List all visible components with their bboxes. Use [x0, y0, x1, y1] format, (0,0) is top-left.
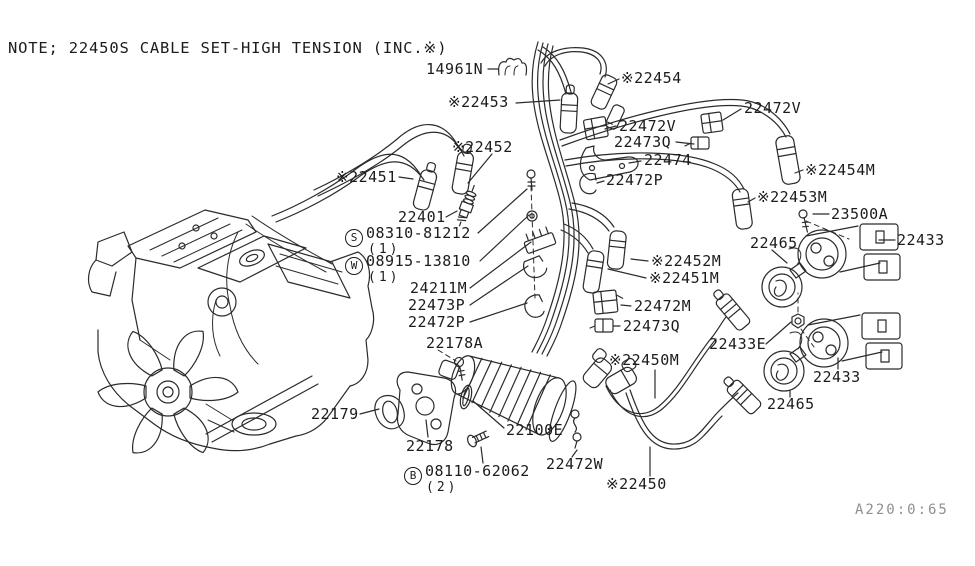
part-label-22472V-1: 22472V [619, 117, 677, 135]
part-label-22433-2: 22433 [813, 368, 861, 386]
part-label-22473Q-1: 22473Q [614, 133, 672, 151]
part-label-22454M: ※22454M [805, 161, 876, 179]
harness-bundle [531, 41, 580, 357]
distributor-housing [396, 371, 457, 446]
plug-boot-icon [775, 135, 801, 185]
part-label-22178: 22178 [406, 437, 454, 455]
nut-icon [526, 210, 538, 222]
harness-clip-icon [582, 116, 614, 141]
part-label-22178A: 22178A [426, 334, 484, 352]
qty-label: (2) [426, 480, 459, 495]
part-label-22465-1: 22465 [750, 234, 798, 252]
nut-22433e [791, 313, 805, 329]
condenser-1 [761, 247, 807, 308]
circled-w-icon: W [345, 256, 363, 275]
part-label-22473Q-2: 22473Q [623, 317, 681, 335]
part-label-22472W: 22472W [546, 455, 604, 473]
part-label-22451: ※22451 [336, 168, 397, 186]
part-label-22472V-2: 22472V [744, 99, 802, 117]
part-label-14961N: 14961N [426, 60, 484, 78]
part-label-22452: ※22452 [452, 138, 513, 156]
part-label-22100E: 22100E [506, 421, 564, 439]
fan-icon [97, 330, 239, 454]
screw-icon [798, 209, 809, 233]
ignition-coil-1 [797, 223, 901, 281]
plug-wire-22452 [313, 124, 475, 197]
gasket-icon [374, 394, 405, 430]
part-label-22473P: 22473P [408, 296, 466, 314]
circled-b-icon: B [404, 466, 422, 485]
note-text: NOTE; 22450S CABLE SET-HIGH TENSION (INC… [8, 39, 448, 57]
clamp-icon [523, 255, 548, 279]
plug-wire-22452m [568, 202, 627, 270]
bolt-icon [466, 430, 490, 448]
screw-icon [453, 356, 466, 381]
part-label-22179: 22179 [311, 405, 359, 423]
plug-wire-22454 [540, 47, 625, 130]
harness-clip-icon [700, 111, 724, 134]
part-label-24211M: 24211M [410, 279, 468, 297]
part-label-23500A: 23500A [831, 205, 889, 223]
condenser-2 [763, 331, 807, 392]
diagram-code: A220:0:65 [855, 502, 949, 518]
c-clip-icon [524, 294, 545, 318]
plug-boot-icon [451, 143, 475, 195]
ignition-coil-2 [799, 312, 903, 370]
part-label-22452M: ※22452M [651, 252, 722, 270]
plug-boot-icon [606, 230, 627, 270]
plug-wire-22453 [537, 46, 579, 134]
qty-label: (1) [368, 242, 401, 257]
plug-boot-icon [731, 188, 753, 230]
engine-illustration [87, 209, 375, 454]
part-label-22472M: 22472M [634, 297, 692, 315]
plug-wire-22451m [560, 223, 605, 294]
plug-boot-icon [559, 84, 579, 134]
hardware-column [523, 169, 557, 318]
wire-separator-icon [523, 226, 557, 254]
part-label-22454: ※22454 [621, 69, 682, 87]
part-label-22453M: ※22453M [757, 188, 828, 206]
part-label-22401: 22401 [398, 208, 446, 226]
plug-boot-icon [590, 74, 618, 110]
plug-boot-icon [582, 250, 605, 294]
circled-s-icon: S [345, 228, 363, 247]
leader-lines [359, 68, 896, 477]
c-clip-icon [579, 172, 597, 195]
clamp-icon [589, 318, 614, 333]
distributor-illustration [374, 355, 577, 448]
high-tension-cable-22450 [605, 357, 762, 450]
part-label-22451M: ※22451M [649, 269, 720, 287]
part-label-22433E: 22433E [709, 335, 767, 353]
plug-boot-icon [412, 161, 438, 211]
chain-clip-icon [570, 409, 582, 449]
part-label-22453: ※22453 [448, 93, 509, 111]
harness-clip-icon [592, 289, 624, 315]
screw-icon [526, 169, 536, 191]
part-label-22450: ※22450 [606, 475, 667, 493]
part-label-22472P-1: 22472P [606, 171, 664, 189]
high-tension-cable-22450m [582, 289, 751, 418]
spark-plug-icon [456, 184, 477, 227]
wire-clip-icon [498, 57, 528, 76]
part-label-22450M: ※22450M [609, 351, 680, 369]
part-label-22474: 22474 [644, 151, 692, 169]
qty-label: (1) [368, 270, 401, 285]
oring-icon [459, 384, 473, 410]
part-label-22465-2: 22465 [767, 395, 815, 413]
part-label-22433-1: 22433 [897, 231, 945, 249]
part-label-22472P-2: 22472P [408, 313, 466, 331]
plug-wire-22451 [271, 153, 438, 223]
